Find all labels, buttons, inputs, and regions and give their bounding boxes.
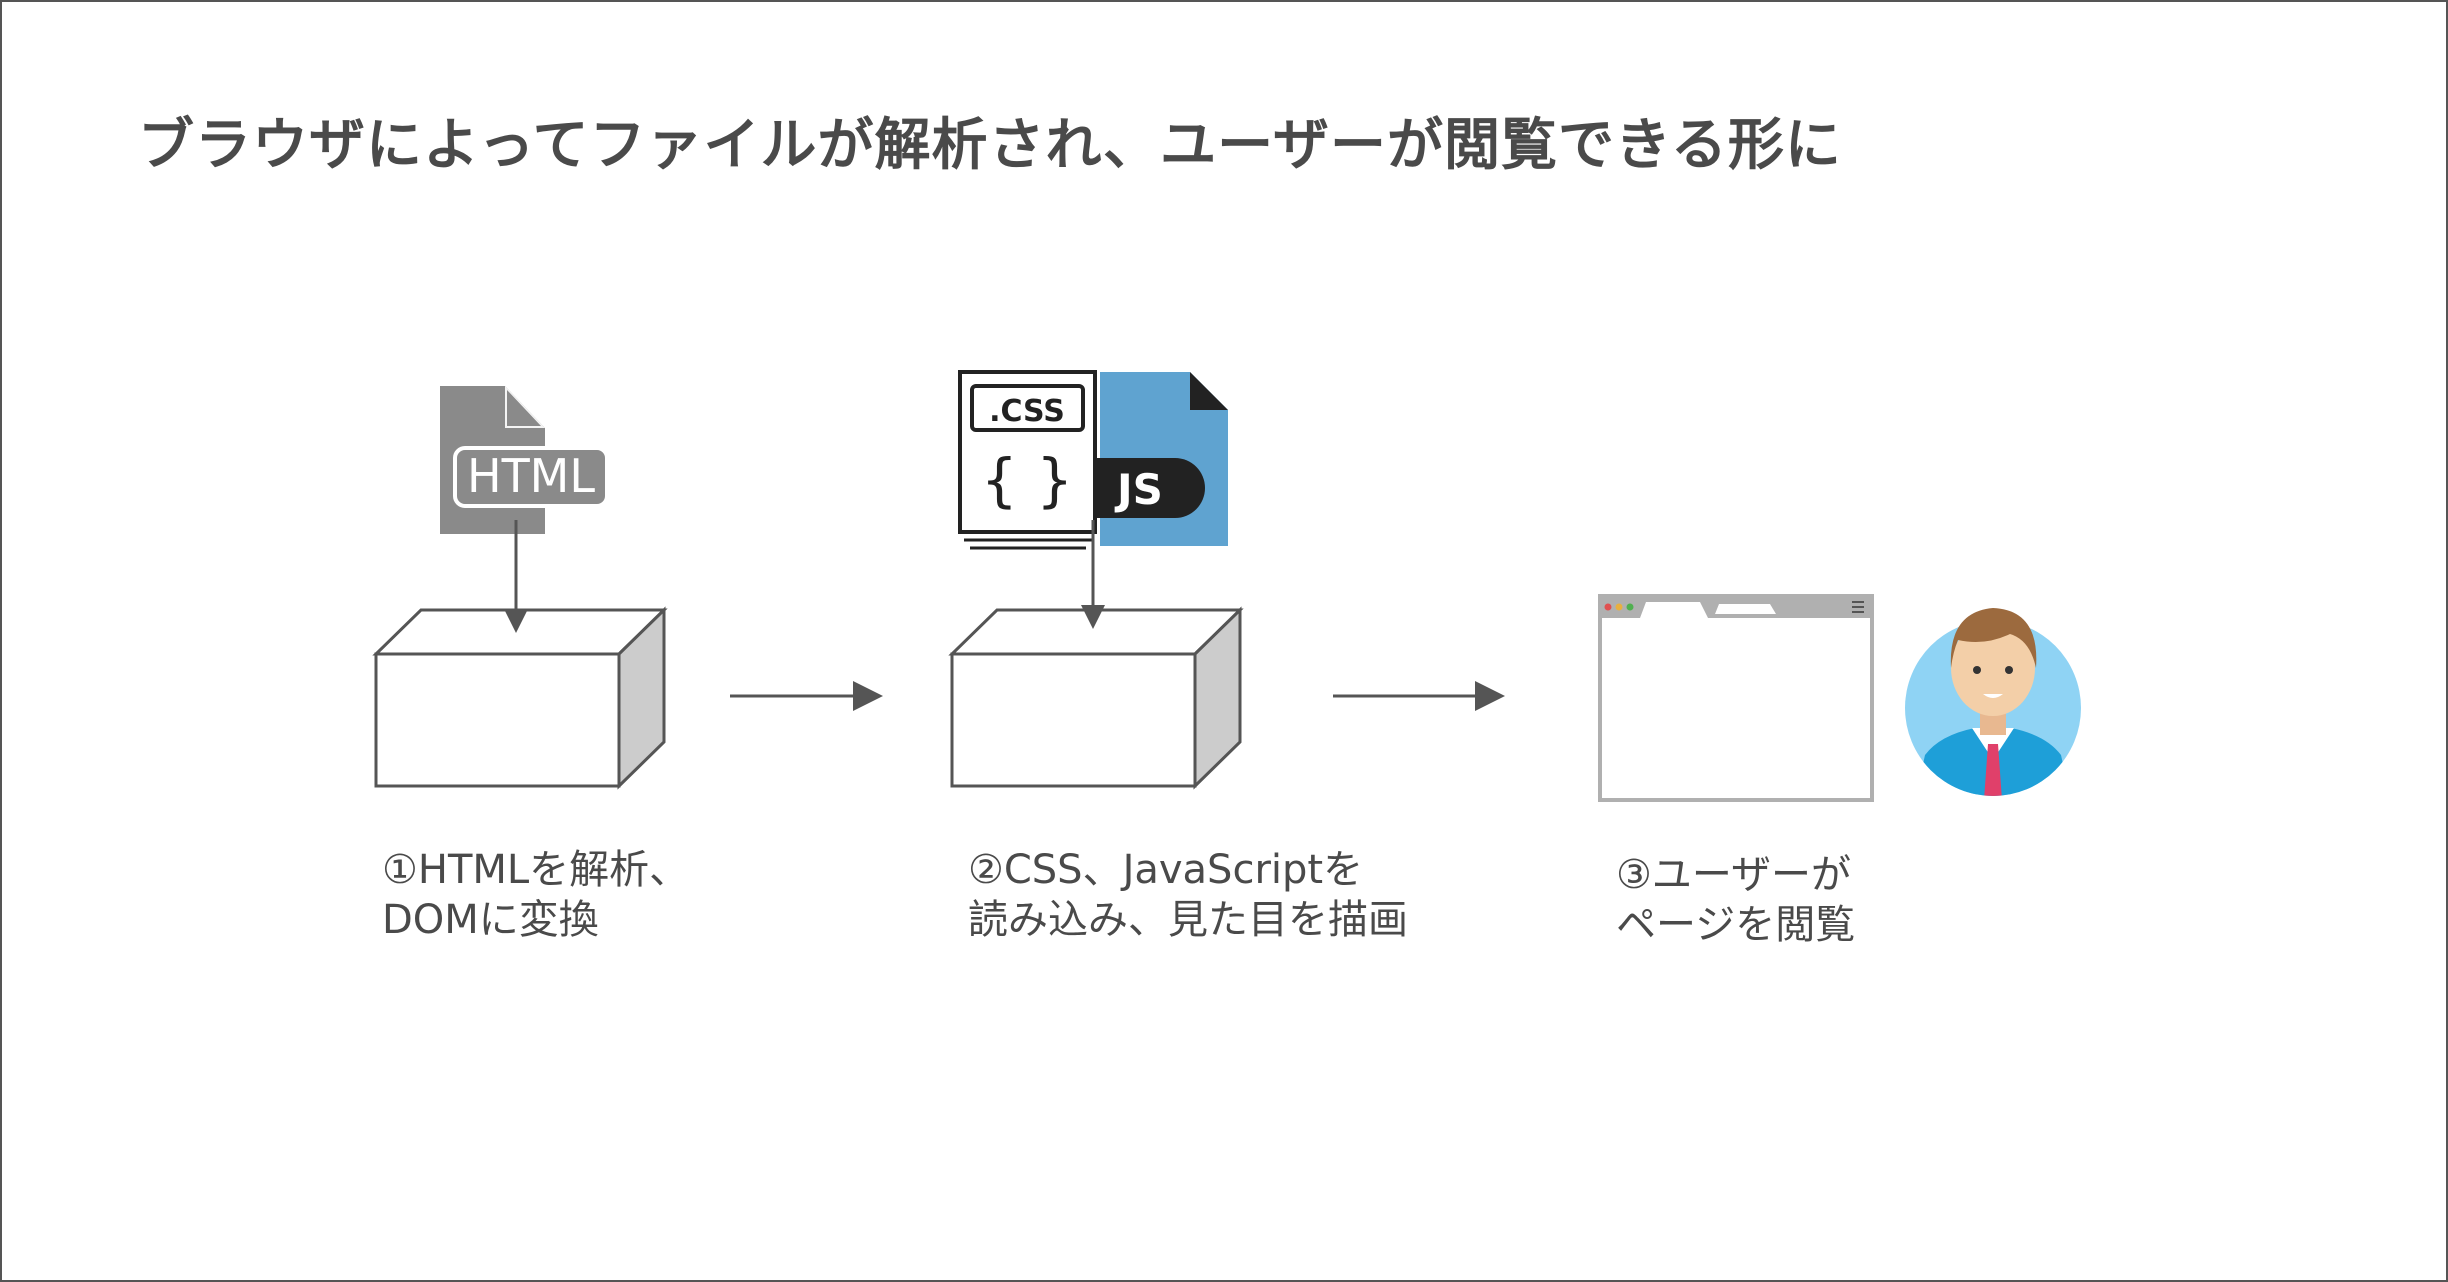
html-icon-text: HTML	[467, 449, 595, 503]
step-1-line-1: ①HTMLを解析、	[382, 847, 690, 893]
page-title: ブラウザによってファイルが解析され、ユーザーが閲覧できる形に	[138, 113, 1842, 178]
step-2-line-1: ②CSS、JavaScriptを	[968, 847, 1364, 893]
js-file-icon: JS	[1095, 372, 1228, 546]
step-2-label: ②CSS、JavaScriptを 読み込み、見た目を描画	[968, 845, 1408, 945]
step-1-line-2: DOMに変換	[382, 897, 599, 943]
step-1-label: ①HTMLを解析、 DOMに変換	[382, 845, 689, 945]
step-3-label: ③ユーザーが ページを閲覧	[1616, 850, 1855, 950]
css-braces-text: { }	[981, 446, 1073, 514]
css-icon-text: .CSS	[989, 394, 1065, 429]
user-avatar-icon	[1905, 608, 2081, 796]
step-3-line-2: ページを閲覧	[1616, 902, 1856, 948]
js-icon-text: JS	[1114, 465, 1163, 514]
process-box-1	[372, 606, 668, 790]
html-file-icon: HTML	[440, 386, 609, 534]
step-3-line-1: ③ユーザーが	[1616, 852, 1852, 898]
browser-window-icon	[1598, 594, 1874, 802]
process-box-2	[948, 606, 1244, 790]
step-2-line-2: 読み込み、見た目を描画	[968, 897, 1408, 943]
css-file-icon: .CSS { }	[958, 370, 1097, 550]
